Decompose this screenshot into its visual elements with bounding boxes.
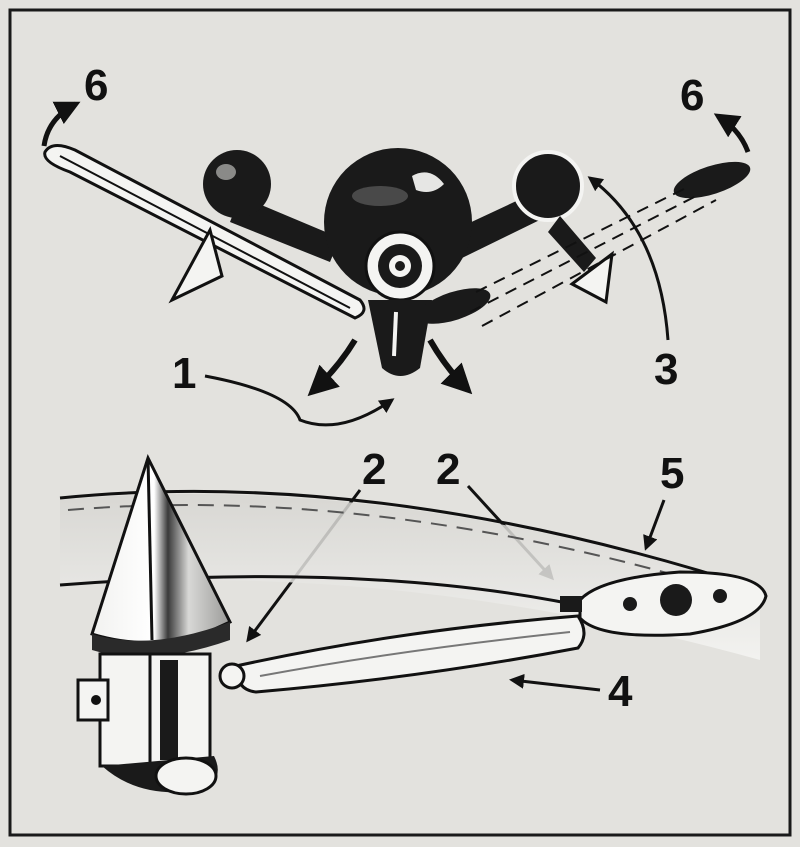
callout-3: 3 xyxy=(654,345,678,394)
right-blade-positions xyxy=(417,161,751,327)
right-arm xyxy=(450,150,596,272)
wiper-arm xyxy=(234,614,586,694)
figure-border xyxy=(8,8,792,837)
windshield-assembly xyxy=(59,454,768,796)
spindle-housing xyxy=(76,652,218,796)
spindle-cone xyxy=(90,454,233,658)
callout-6-left: 6 xyxy=(84,61,108,110)
callout-4: 4 xyxy=(608,667,633,716)
callout-6-right: 6 xyxy=(680,71,704,120)
right-pointer-triangle xyxy=(569,250,614,305)
rotation-arrow-right xyxy=(713,113,751,153)
motion-arrow-right xyxy=(427,338,473,395)
callout-2-left: 2 xyxy=(362,445,386,494)
hub xyxy=(324,148,472,376)
hub-lever xyxy=(368,300,432,376)
wiper-blade xyxy=(560,570,768,637)
arm-pivot-rivet xyxy=(218,662,246,690)
leader-3 xyxy=(587,176,670,341)
leader-5 xyxy=(643,499,666,551)
left-blade xyxy=(43,144,366,320)
leader-4 xyxy=(509,673,601,692)
callout-1: 1 xyxy=(172,349,196,398)
motion-arrow-left xyxy=(307,338,358,397)
pivot-assembly xyxy=(43,144,751,397)
leader-1 xyxy=(204,374,395,427)
callout-5: 5 xyxy=(660,449,684,498)
left-arm xyxy=(203,150,340,262)
callout-2-right: 2 xyxy=(436,445,460,494)
left-pointer-triangle xyxy=(168,225,224,304)
rotation-arrow-left xyxy=(41,101,81,147)
